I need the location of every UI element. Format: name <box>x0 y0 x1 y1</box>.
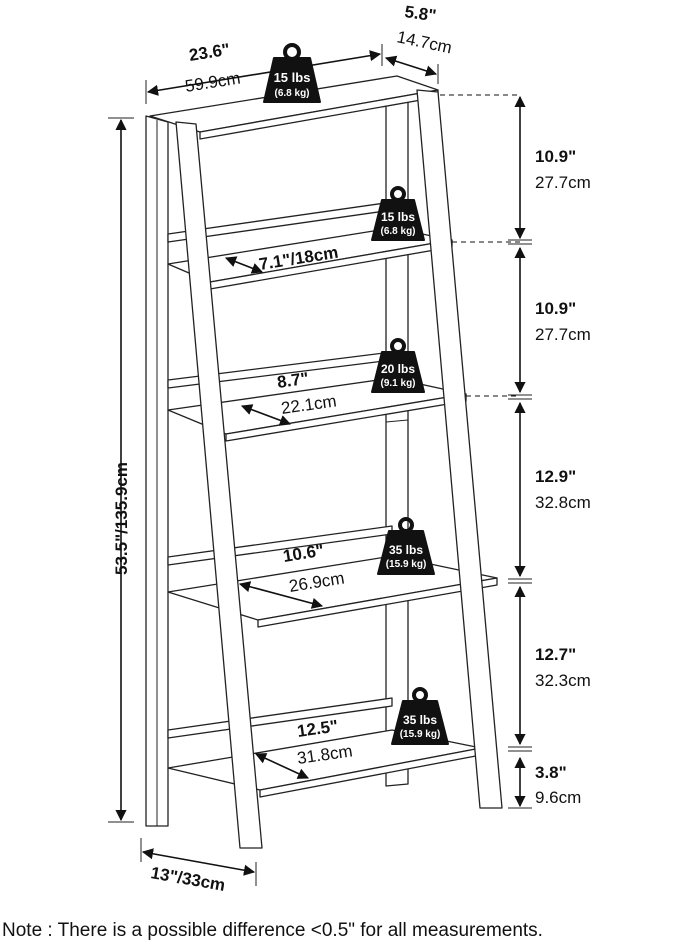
gap-2-in: 10.9" <box>535 299 576 318</box>
gap-3-cm: 32.8cm <box>535 493 591 512</box>
gap-5-cm: 9.6cm <box>535 788 581 807</box>
gap-3-in: 12.9" <box>535 467 576 486</box>
weight-lbs: 15 lbs <box>381 210 415 224</box>
weight-lbs: 35 lbs <box>389 543 423 557</box>
shelf-3-depth-in: 8.7" <box>276 369 310 392</box>
weight-icon <box>283 43 301 61</box>
measurement-note: Note : There is a possible difference <0… <box>2 920 543 941</box>
weight-kg: (6.8 kg) <box>380 226 415 237</box>
gap-5-in: 3.8" <box>535 763 567 782</box>
weight-badge-5: 35 lbs (15.9 kg) <box>391 687 449 745</box>
weight-kg: (15.9 kg) <box>400 729 441 740</box>
top-depth-in: 5.8" <box>403 2 437 25</box>
weight-badge-4: 35 lbs (15.9 kg) <box>377 517 435 575</box>
gap-2-cm: 27.7cm <box>535 325 591 344</box>
total-height-label: 53.5"/135.9cm <box>112 462 131 575</box>
base-depth-label: 13"/33cm <box>149 863 226 895</box>
weight-icon <box>412 687 428 703</box>
front-left-leg <box>175 121 263 849</box>
back-rail-4 <box>167 697 393 739</box>
gap-4-in: 12.7" <box>535 645 576 664</box>
back-rail-3 <box>167 525 393 566</box>
shelf-4-front <box>257 577 498 628</box>
front-right-leg <box>416 89 503 809</box>
weight-badge-2: 15 lbs (6.8 kg) <box>371 186 425 241</box>
weight-kg: (9.1 kg) <box>380 378 415 389</box>
weight-badge-3: 20 lbs (9.1 kg) <box>371 338 425 393</box>
gap-1-in: 10.9" <box>535 147 576 166</box>
gap-1-cm: 27.7cm <box>535 173 591 192</box>
weight-lbs: 15 lbs <box>274 70 311 85</box>
dimension-lines <box>108 44 532 886</box>
weight-kg: (6.8 kg) <box>274 88 309 99</box>
weight-badge-1: 15 lbs (6.8 kg) <box>263 43 321 103</box>
top-depth-cm: 14.7cm <box>395 27 453 57</box>
top-width-in: 23.6" <box>188 40 232 65</box>
ladder-shelf <box>145 75 503 849</box>
weight-lbs: 35 lbs <box>403 713 437 727</box>
gap-4-cm: 32.3cm <box>535 671 591 690</box>
weight-lbs: 20 lbs <box>381 362 415 376</box>
weight-kg: (15.9 kg) <box>386 559 427 570</box>
shelf-bottom-depth-in: 12.5" <box>296 716 339 741</box>
top-width-cm: 59.9cm <box>184 68 242 95</box>
